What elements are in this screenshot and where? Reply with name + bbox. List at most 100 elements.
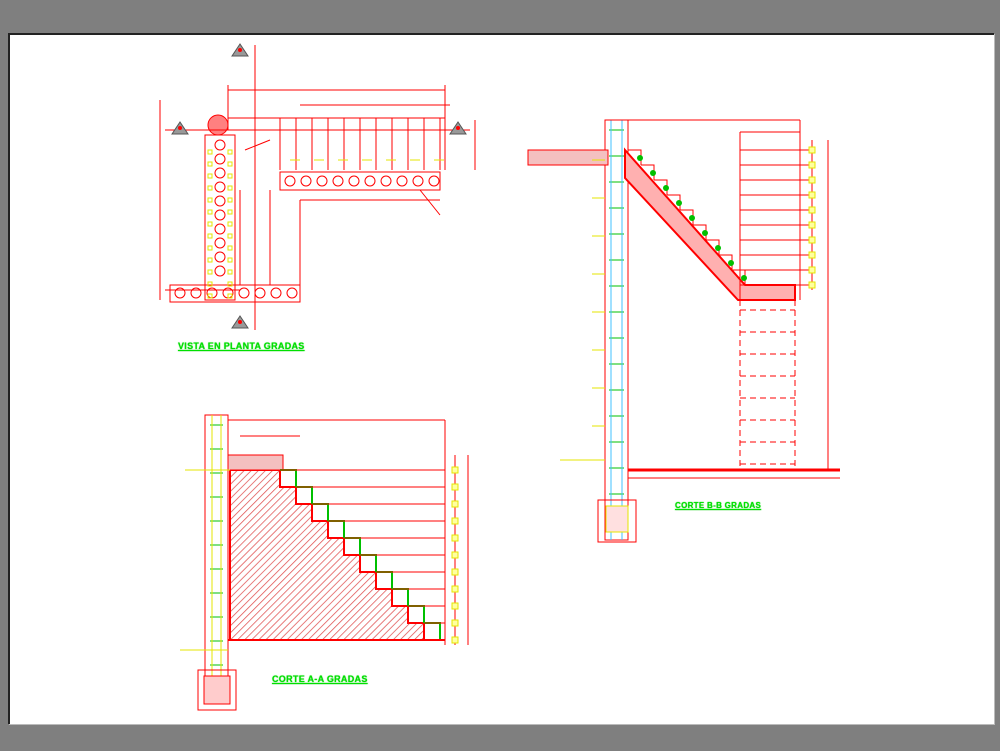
section-b-dim-tag bbox=[808, 281, 816, 289]
section-a-dim-tag bbox=[451, 466, 459, 474]
plan-column-ring bbox=[214, 265, 226, 277]
section-b-dim-tag bbox=[808, 266, 816, 274]
plan-column-ring bbox=[214, 223, 226, 235]
section-marker-dot bbox=[238, 320, 242, 324]
section-a-dim-tag bbox=[451, 585, 459, 593]
section-b-rebar-dot bbox=[650, 170, 656, 176]
section-a-dim-tag bbox=[451, 619, 459, 627]
plan-column-ring bbox=[364, 175, 376, 187]
section-a-step-finish bbox=[328, 520, 345, 538]
section-b-rebar-dot bbox=[689, 215, 695, 221]
section-b-landing-slab bbox=[527, 149, 609, 166]
plan-rebar bbox=[227, 269, 233, 275]
plan-rebar bbox=[207, 209, 213, 215]
plan-column-ring bbox=[214, 153, 226, 165]
plan-column-ring bbox=[348, 175, 360, 187]
section-a-dim-tag bbox=[451, 551, 459, 559]
section-b-dim-tag bbox=[808, 191, 816, 199]
plan-rebar bbox=[227, 245, 233, 251]
plan-column-ring bbox=[174, 287, 186, 299]
section-a-step-finish bbox=[344, 537, 361, 555]
section-a-step-finish bbox=[376, 571, 393, 589]
section-a-step-finish bbox=[360, 554, 377, 572]
drawing-sheet bbox=[8, 33, 994, 724]
section-a-step-finish bbox=[392, 588, 409, 606]
section-b-title: CORTE B-B GRADAS bbox=[675, 501, 762, 510]
section-a-footing bbox=[197, 669, 237, 711]
plan-rebar bbox=[207, 221, 213, 227]
section-b-dim-tag bbox=[808, 221, 816, 229]
section-a-dim-tag bbox=[451, 568, 459, 576]
section-a-step-finish bbox=[424, 622, 441, 640]
plan-rebar bbox=[227, 221, 233, 227]
plan-rebar bbox=[207, 185, 213, 191]
plan-column-ring bbox=[316, 175, 328, 187]
plan-column-ring bbox=[214, 195, 226, 207]
section-b-footing bbox=[597, 499, 637, 543]
section-b-rebar-dot bbox=[663, 185, 669, 191]
plan-column-ring bbox=[284, 175, 296, 187]
plan-wall-vertical bbox=[204, 134, 236, 301]
plan-rebar bbox=[227, 173, 233, 179]
section-b-rebar-dot bbox=[676, 200, 682, 206]
section-a-fill-hatch bbox=[229, 469, 440, 641]
plan-column-ring bbox=[214, 209, 226, 221]
section-a-step-finish bbox=[312, 503, 329, 521]
plan-leader bbox=[244, 139, 271, 151]
section-a-dim-tag bbox=[451, 517, 459, 525]
plan-column-ring bbox=[270, 287, 282, 299]
plan-rebar bbox=[207, 257, 213, 263]
section-a-dim-tag bbox=[451, 500, 459, 508]
plan-rebar bbox=[207, 293, 213, 299]
plan-rebar bbox=[227, 149, 233, 155]
plan-column-ring bbox=[380, 175, 392, 187]
section-a-footing-core bbox=[203, 675, 231, 705]
section-a-dim-tag bbox=[451, 534, 459, 542]
plan-rebar bbox=[227, 293, 233, 299]
plan-column-ring bbox=[214, 181, 226, 193]
plan-rebar bbox=[207, 161, 213, 167]
plan-rebar bbox=[227, 281, 233, 287]
plan-column-ring bbox=[300, 175, 312, 187]
plan-column-ring bbox=[286, 287, 298, 299]
plan-rebar bbox=[207, 269, 213, 275]
plan-wall-upper bbox=[279, 171, 441, 191]
plan-column-ring bbox=[214, 251, 226, 263]
plan-rebar bbox=[227, 209, 233, 215]
plan-rebar bbox=[207, 149, 213, 155]
plan-column-ring bbox=[254, 287, 266, 299]
section-a-title: CORTE A-A GRADAS bbox=[272, 674, 368, 684]
section-b-dim-tag bbox=[808, 251, 816, 259]
section-b-rebar-dot bbox=[637, 155, 643, 161]
plan-rebar bbox=[227, 197, 233, 203]
section-marker-dot bbox=[238, 48, 242, 52]
plan-rebar bbox=[207, 173, 213, 179]
plan-rebar bbox=[207, 197, 213, 203]
plan-rebar bbox=[227, 161, 233, 167]
section-a-dim-tag bbox=[451, 602, 459, 610]
section-b-wall bbox=[604, 119, 629, 541]
plan-column-ring bbox=[190, 287, 202, 299]
section-b-rebar-dot bbox=[715, 245, 721, 251]
section-marker-dot bbox=[456, 126, 460, 130]
section-b-dim-tag bbox=[808, 236, 816, 244]
plan-leader bbox=[419, 189, 441, 216]
section-b-dim-tag bbox=[808, 176, 816, 184]
section-b-dim-tag bbox=[808, 161, 816, 169]
plan-column-ring bbox=[238, 287, 250, 299]
section-a-step-finish bbox=[280, 469, 297, 487]
section-a-step-finish bbox=[296, 486, 313, 504]
section-marker-dot bbox=[178, 126, 182, 130]
plan-column-ring bbox=[412, 175, 424, 187]
plan-rebar bbox=[207, 245, 213, 251]
plan-column-ring bbox=[214, 237, 226, 249]
plan-rebar bbox=[227, 233, 233, 239]
section-b-footing-core bbox=[605, 505, 629, 533]
plan-column-ring bbox=[214, 139, 226, 151]
section-a-wall bbox=[204, 414, 229, 696]
plan-column-ring bbox=[214, 167, 226, 179]
section-a-dim-tag bbox=[451, 636, 459, 644]
plan-rebar bbox=[227, 257, 233, 263]
section-b-dim-tag bbox=[808, 206, 816, 214]
